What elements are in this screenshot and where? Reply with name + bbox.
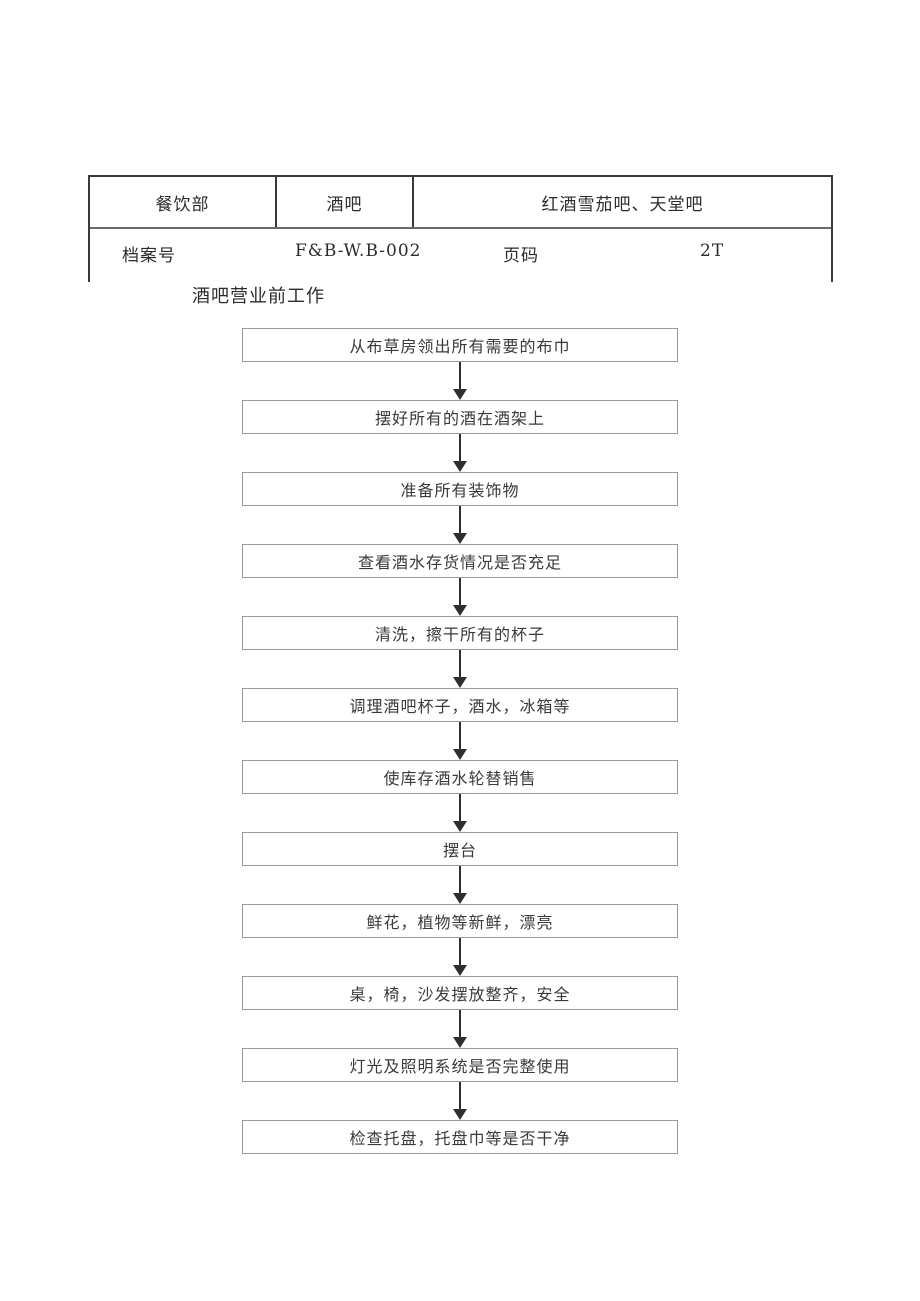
flowchart: 从布草房领出所有需要的布巾摆好所有的酒在酒架上准备所有装饰物查看酒水存货情况是否… [242, 328, 678, 1154]
arrow-shaft [459, 506, 461, 536]
archive-number-value: F&B-W.B-002 [295, 241, 422, 261]
page-title: 酒吧营业前工作 [192, 286, 325, 307]
cell-department: 餐饮部 [90, 177, 277, 227]
flow-arrow-11 [242, 1082, 678, 1120]
archive-number-label: 档案号 [122, 246, 176, 266]
down-arrow-icon [453, 821, 467, 832]
flow-step-1: 从布草房领出所有需要的布巾 [242, 328, 678, 362]
arrow-shaft [459, 1010, 461, 1040]
flow-arrow-5 [242, 650, 678, 688]
down-arrow-icon [453, 389, 467, 400]
down-arrow-icon [453, 749, 467, 760]
arrow-shaft [459, 722, 461, 752]
header-table-row-2: 档案号 F&B-W.B-002 页码 2T [90, 229, 831, 282]
down-arrow-icon [453, 893, 467, 904]
flow-arrow-8 [242, 866, 678, 904]
flow-arrow-2 [242, 434, 678, 472]
flow-arrow-4 [242, 578, 678, 616]
flow-step-10: 桌，椅，沙发摆放整齐，安全 [242, 976, 678, 1010]
cell-venues: 红酒雪茄吧、天堂吧 [541, 194, 704, 215]
flow-arrow-6 [242, 722, 678, 760]
arrow-shaft [459, 866, 461, 896]
flow-step-5: 清洗，擦干所有的杯子 [242, 616, 678, 650]
arrow-shaft [459, 794, 461, 824]
flow-arrow-10 [242, 1010, 678, 1048]
arrow-shaft [459, 938, 461, 968]
flow-step-9: 鲜花，植物等新鲜，漂亮 [242, 904, 678, 938]
flow-step-8: 摆台 [242, 832, 678, 866]
flow-step-12: 检查托盘，托盘巾等是否干净 [242, 1120, 678, 1154]
arrow-shaft [459, 362, 461, 392]
down-arrow-icon [453, 533, 467, 544]
flow-step-2: 摆好所有的酒在酒架上 [242, 400, 678, 434]
down-arrow-icon [453, 1037, 467, 1048]
flow-step-11: 灯光及照明系统是否完整使用 [242, 1048, 678, 1082]
header-table-row-1: 餐饮部 酒吧 红酒雪茄吧、天堂吧 [90, 177, 831, 229]
arrow-shaft [459, 1082, 461, 1112]
flow-arrow-3 [242, 506, 678, 544]
arrow-shaft [459, 578, 461, 608]
page-number-label: 页码 [503, 246, 539, 266]
down-arrow-icon [453, 461, 467, 472]
flow-arrow-7 [242, 794, 678, 832]
down-arrow-icon [453, 677, 467, 688]
document-header-table: 餐饮部 酒吧 红酒雪茄吧、天堂吧 档案号 F&B-W.B-002 页码 2T [88, 175, 833, 282]
flow-step-7: 使库存酒水轮替销售 [242, 760, 678, 794]
down-arrow-icon [453, 965, 467, 976]
flow-step-6: 调理酒吧杯子，酒水，冰箱等 [242, 688, 678, 722]
flow-step-3: 准备所有装饰物 [242, 472, 678, 506]
down-arrow-icon [453, 1109, 467, 1120]
flow-arrow-9 [242, 938, 678, 976]
down-arrow-icon [453, 605, 467, 616]
arrow-shaft [459, 650, 461, 680]
cell-outlet: 酒吧 [277, 177, 414, 227]
arrow-shaft [459, 434, 461, 464]
flow-step-4: 查看酒水存货情况是否充足 [242, 544, 678, 578]
flow-arrow-1 [242, 362, 678, 400]
page-number-value: 2T [700, 241, 725, 261]
